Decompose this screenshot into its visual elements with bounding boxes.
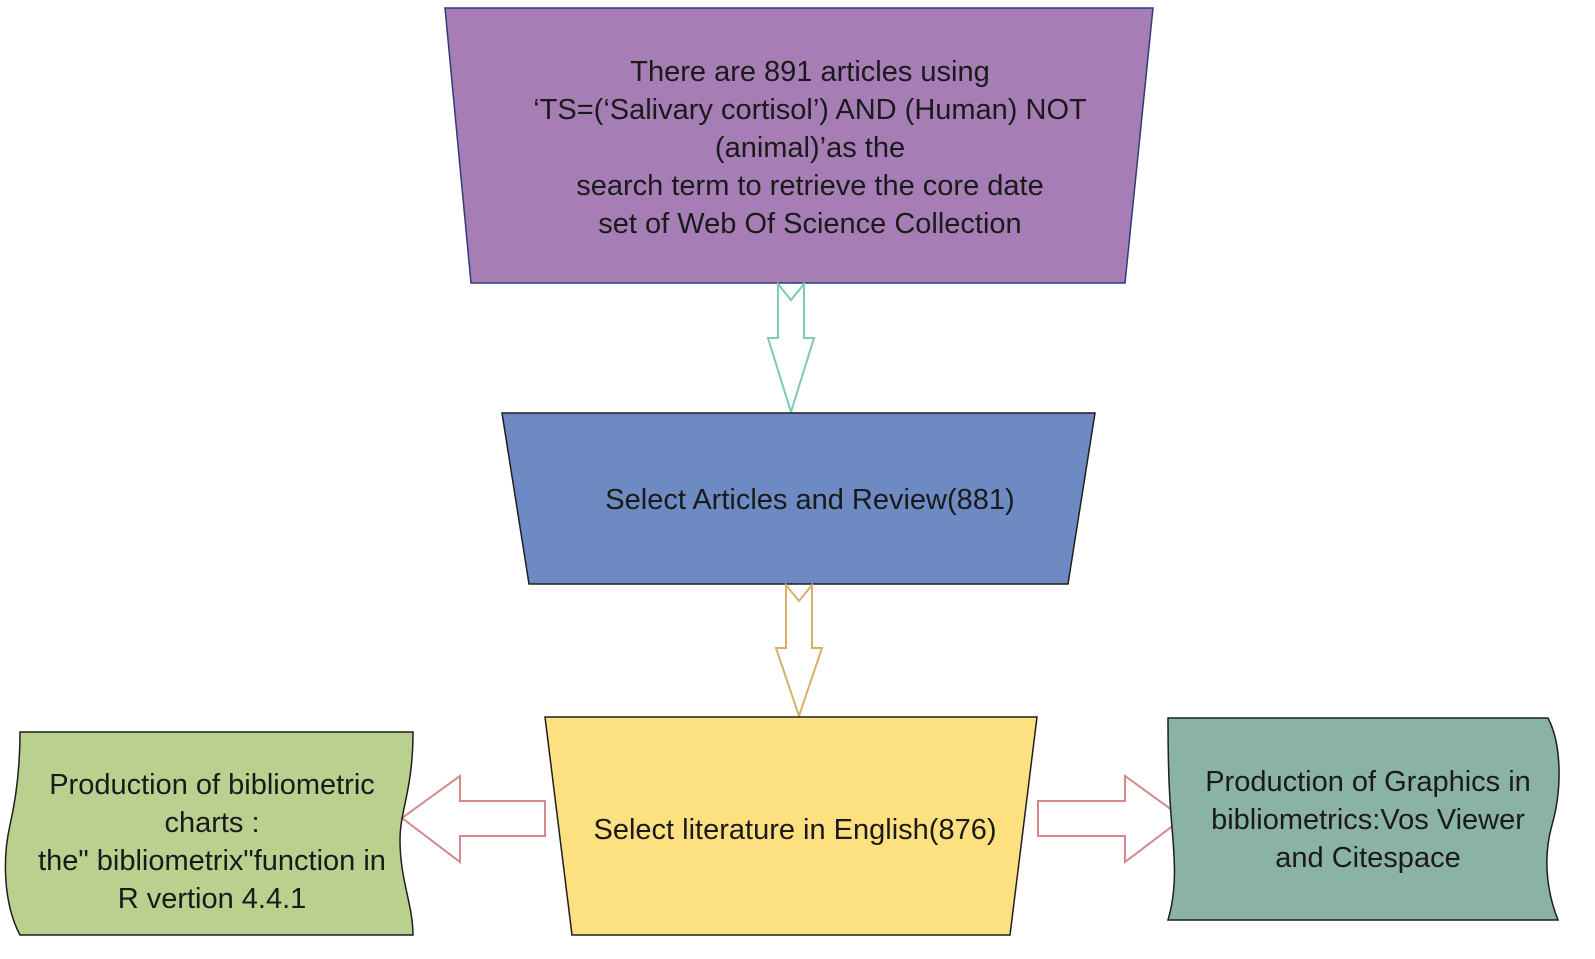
search-criteria-box (444, 7, 1154, 284)
bibliometrix-text: Production of bibliometric charts : the"… (12, 762, 412, 922)
select-articles-box (501, 412, 1096, 585)
text-line: Production of bibliometric (49, 769, 375, 801)
text-line: and Citespace (1275, 842, 1461, 874)
down-arrow-icon (774, 582, 824, 720)
text-line: There are 891 articles using (630, 56, 990, 88)
graphics-text: Production of Graphics in bibliometrics:… (1178, 760, 1558, 880)
text-line: ‘TS=(‘Salivary cortisol’) AND (Human) NO… (533, 94, 1087, 126)
text-line: charts : (164, 807, 260, 839)
text-line: (animal)’as the (714, 132, 906, 164)
select-english-text: Select literature in English(876) (555, 800, 1035, 860)
search-criteria-text: There are 891 articles using ‘TS=(‘Saliv… (470, 48, 1150, 248)
graphics-box (1166, 717, 1560, 921)
select-articles-text: Select Articles and Review(881) (515, 470, 1105, 530)
left-arrow-icon (400, 774, 546, 865)
down-arrow-icon (766, 281, 816, 416)
text-line: R vertion 4.4.1 (117, 883, 307, 915)
text-line: bibliometrics:Vos Viewer (1211, 804, 1525, 836)
bibliometrix-box (4, 731, 414, 936)
text-line: the" bibliometrix"function in (38, 845, 386, 877)
select-english-box (544, 716, 1038, 936)
text-line: Production of Graphics in (1205, 766, 1531, 798)
text-line: set of Web Of Science Collection (598, 208, 1022, 240)
text-line: search term to retrieve the core date (576, 170, 1044, 202)
text-line: Select literature in English(876) (593, 814, 997, 846)
text-line: Select Articles and Review(881) (605, 484, 1015, 516)
right-arrow-icon (1037, 774, 1185, 865)
